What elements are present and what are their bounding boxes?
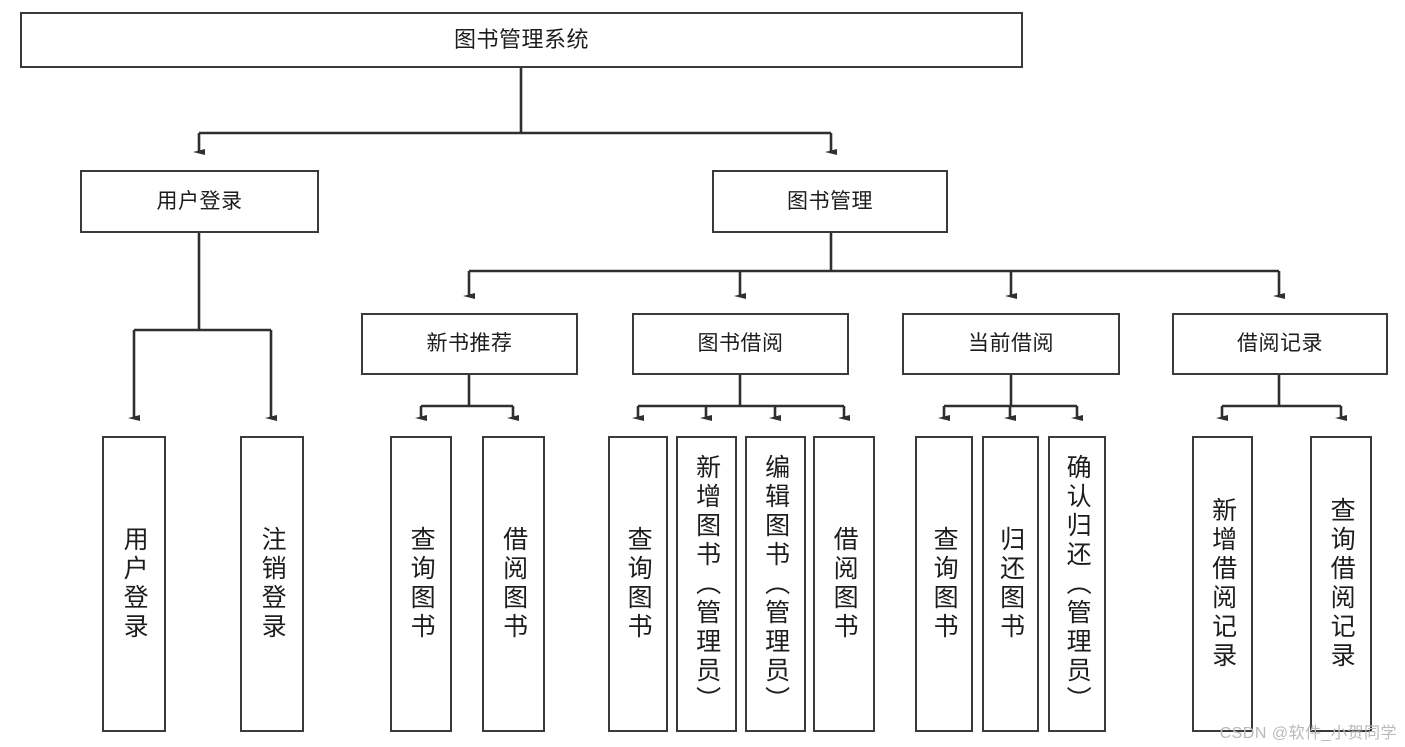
leaf-logout[interactable]: 注销登录 bbox=[240, 436, 304, 732]
leaf-query-book-current[interactable]: 查询图书 bbox=[915, 436, 973, 732]
leaf-query-book-newbook[interactable]: 查询图书 bbox=[390, 436, 452, 732]
node-borrow-records-label: 借阅记录 bbox=[1237, 332, 1323, 356]
node-book-borrow-label: 图书借阅 bbox=[697, 332, 784, 356]
node-user-login-label: 用户登录 bbox=[156, 189, 243, 213]
leaf-borrow-book-borrow[interactable]: 借阅图书 bbox=[813, 436, 875, 732]
leaf-query-book-borrow-label: 查询图书 bbox=[624, 526, 653, 642]
leaf-user-login[interactable]: 用户登录 bbox=[102, 436, 166, 732]
node-book-management-label: 图书管理 bbox=[787, 189, 873, 213]
leaf-query-borrow-record-label: 查询借阅记录 bbox=[1327, 497, 1356, 671]
node-book-borrow[interactable]: 图书借阅 bbox=[632, 313, 849, 375]
node-current-borrow[interactable]: 当前借阅 bbox=[902, 313, 1120, 375]
node-new-book-recommend[interactable]: 新书推荐 bbox=[361, 313, 578, 375]
node-current-borrow-label: 当前借阅 bbox=[968, 332, 1054, 356]
leaf-edit-book-admin[interactable]: 编辑图书（管理员） bbox=[745, 436, 806, 732]
leaf-edit-book-admin-label: 编辑图书（管理员） bbox=[761, 453, 790, 715]
leaf-user-login-label: 用户登录 bbox=[120, 526, 149, 642]
leaf-logout-label: 注销登录 bbox=[258, 526, 287, 642]
leaf-add-borrow-record-label: 新增借阅记录 bbox=[1208, 497, 1237, 671]
leaf-add-book-admin-label: 新增图书（管理员） bbox=[692, 453, 721, 715]
leaf-confirm-return-admin-label: 确认归还（管理员） bbox=[1063, 453, 1092, 715]
node-user-login[interactable]: 用户登录 bbox=[80, 170, 319, 233]
leaf-add-borrow-record[interactable]: 新增借阅记录 bbox=[1192, 436, 1253, 732]
leaf-add-book-admin[interactable]: 新增图书（管理员） bbox=[676, 436, 737, 732]
leaf-borrow-book-newbook[interactable]: 借阅图书 bbox=[482, 436, 545, 732]
leaf-borrow-book-borrow-label: 借阅图书 bbox=[830, 526, 859, 642]
leaf-query-book-borrow[interactable]: 查询图书 bbox=[608, 436, 668, 732]
node-new-book-recommend-label: 新书推荐 bbox=[426, 332, 513, 356]
leaf-return-book-label: 归还图书 bbox=[996, 526, 1025, 642]
leaf-query-borrow-record[interactable]: 查询借阅记录 bbox=[1310, 436, 1372, 732]
leaf-query-book-newbook-label: 查询图书 bbox=[407, 526, 436, 642]
node-root[interactable]: 图书管理系统 bbox=[20, 12, 1023, 68]
node-book-management[interactable]: 图书管理 bbox=[712, 170, 948, 233]
node-root-label: 图书管理系统 bbox=[453, 26, 589, 52]
leaf-borrow-book-newbook-label: 借阅图书 bbox=[499, 526, 528, 642]
leaf-return-book[interactable]: 归还图书 bbox=[982, 436, 1039, 732]
node-borrow-records[interactable]: 借阅记录 bbox=[1172, 313, 1388, 375]
leaf-confirm-return-admin[interactable]: 确认归还（管理员） bbox=[1048, 436, 1106, 732]
csdn-watermark: CSDN @软件_小贺同学 bbox=[1219, 725, 1397, 742]
leaf-query-book-current-label: 查询图书 bbox=[930, 526, 959, 642]
